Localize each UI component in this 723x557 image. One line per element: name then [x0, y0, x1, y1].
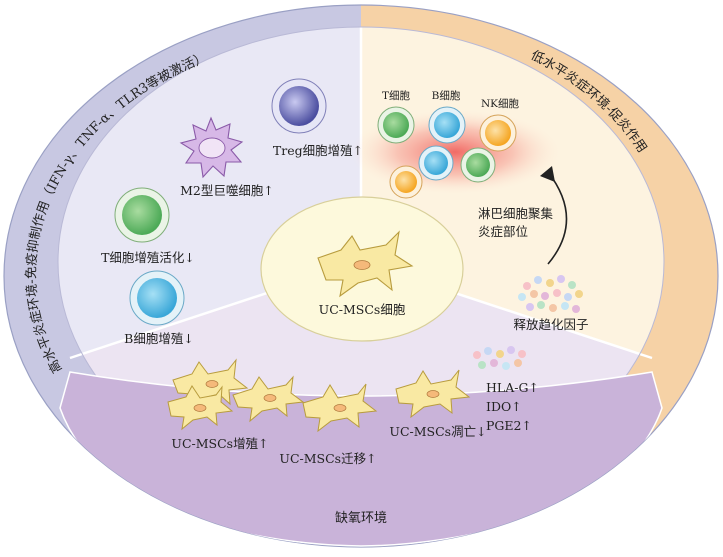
factor-pge2: PGE2↑: [486, 418, 532, 433]
bottom-sector-content: UC-MSCs增殖↑ UC-MSCs迁移↑ UC-MSCs凋亡↓ HLA-G↑ …: [167, 346, 539, 466]
nk-cell-label: NK细胞: [481, 97, 520, 110]
msc-proliferation-icon: [167, 358, 305, 431]
msc-apoptosis-label: UC-MSCs凋亡↓: [389, 424, 486, 439]
migration-arrowhead-icon: [540, 166, 555, 182]
msc-migration-label: UC-MSCs迁移↑: [279, 451, 376, 466]
b-cell-right-label: B细胞: [432, 89, 461, 102]
lymph-label-1: 淋巴细胞聚集: [478, 206, 554, 221]
t-cell-right-label: T细胞: [382, 89, 411, 102]
nk-cell-icon: [479, 114, 517, 152]
t-cell-left-icon: [114, 187, 170, 243]
msc-proliferation-label: UC-MSCs增殖↑: [171, 436, 268, 451]
t-cell-right-icon: [377, 106, 415, 144]
t-cell-right-icon-2: [460, 147, 496, 183]
b-cell-left-icon: [129, 270, 185, 326]
t-cell-left-label: T细胞增殖活化↓: [101, 250, 195, 265]
migration-arrow: [547, 171, 568, 265]
b-cell-left-label: B细胞增殖↓: [124, 331, 194, 346]
treg-cell-icon: [271, 78, 327, 134]
factor-molecules-icon: [473, 346, 526, 370]
treg-label: Treg细胞增殖↑: [273, 143, 363, 158]
b-cell-right-icon: [428, 106, 466, 144]
center-label: UC-MSCs细胞: [319, 302, 406, 317]
m2-macrophage-icon: [179, 116, 244, 179]
msc-apoptosis-icon: [395, 369, 471, 419]
factor-ido: IDO↑: [486, 399, 522, 414]
hypoxia-label: 缺氧环境: [335, 511, 387, 526]
msc-migration-icon: [302, 383, 378, 433]
center-msc-nucleus-icon: [353, 260, 371, 270]
left-sector-content: Treg细胞增殖↑ M2型巨噬细胞↑ T细胞增殖活化↓ B细胞增殖↓: [101, 78, 363, 346]
center-circle: UC-MSCs细胞: [260, 196, 464, 342]
chemokine-label: 释放趋化因子: [513, 317, 588, 332]
m2-label: M2型巨噬细胞↑: [180, 183, 274, 198]
factor-hla-g: HLA-G↑: [486, 380, 539, 395]
chemokine-cluster-icon: [518, 275, 583, 313]
right-sector-content: T细胞 B细胞 NK细胞 淋巴细胞聚集 炎症部位: [350, 89, 589, 332]
b-cell-right-icon-2: [418, 145, 454, 181]
nk-cell-icon-2: [389, 165, 423, 199]
lymph-label-2: 炎症部位: [478, 224, 528, 239]
